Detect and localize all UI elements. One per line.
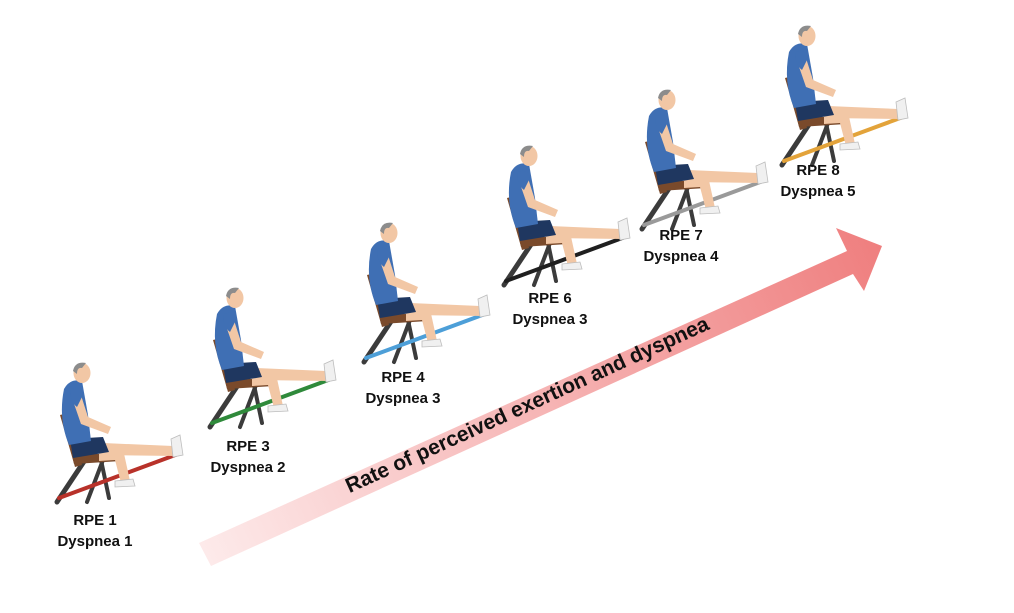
chair-leg [670,185,690,231]
hair [798,25,811,37]
shoe [323,359,337,383]
progression-arrow-shape [199,228,882,566]
arm [656,116,696,161]
rpe-label: RPE 3 [226,438,270,455]
arm [71,389,111,434]
dyspnea-label: Dyspnea 4 [643,248,719,265]
extended-leg [103,443,176,456]
dyspnea-label: Dyspnea 3 [365,390,441,407]
shirt [786,43,816,108]
resistance-band [364,312,487,360]
extended-leg [410,303,483,316]
extended-leg [828,106,901,119]
resistance-band [782,115,905,163]
shoe [617,217,631,241]
shoe [170,434,184,458]
extended-leg [688,170,761,183]
figure-label: RPE 1 Dyspnea 1 [15,510,175,552]
arm [796,52,836,97]
sleeve [70,387,83,407]
shoe [755,161,769,185]
bent-leg [99,449,130,483]
seated-figure [361,222,491,365]
dyspnea-label: Dyspnea 3 [512,311,588,328]
chair-leg [532,241,552,287]
figure-label: RPE 6 Dyspnea 3 [470,288,630,330]
figures-layer [54,25,909,505]
progression-arrow: Rate of perceived exertion and dyspnea [199,228,882,566]
rpe-label: RPE 7 [659,227,703,244]
bent-leg [684,176,715,210]
sleeve [377,247,390,267]
arm [378,249,418,294]
dyspnea-label: Dyspnea 5 [780,183,856,200]
dyspnea-label: Dyspnea 1 [57,533,133,550]
extended-leg [256,368,329,381]
shoe [839,141,861,151]
arm [518,172,558,217]
shoe [895,97,909,121]
chair-leg [85,458,105,504]
hair [658,89,671,101]
seated-figure [779,25,909,168]
arm [224,314,264,359]
shirt [214,305,244,370]
hair [380,222,393,234]
resistance-band [642,179,765,227]
extended-leg [550,226,623,239]
shirt [61,380,91,445]
shoe [699,205,721,215]
figure-label: RPE 4 Dyspnea 3 [323,367,483,409]
sleeve [223,312,236,332]
sleeve [517,170,530,190]
resistance-band [504,235,627,283]
shoe [477,294,491,318]
resistance-band [210,377,333,425]
rpe-label: RPE 8 [796,162,840,179]
hair [226,287,239,299]
seated-figure [639,89,769,232]
figure-label: RPE 3 Dyspnea 2 [168,436,328,478]
hair [73,362,86,374]
chair-leg [392,318,412,364]
figure-label: RPE 7 Dyspnea 4 [601,225,761,267]
bent-leg [546,232,577,266]
shoe [267,403,289,413]
rpe-label: RPE 6 [528,290,572,307]
rpe-label: RPE 1 [73,512,117,529]
figure-label: RPE 8 Dyspnea 5 [738,160,898,202]
shoe [114,478,136,488]
seated-figure [54,362,184,505]
sleeve [655,114,668,134]
shirt [368,240,398,305]
bent-leg [824,112,855,146]
seated-figure [501,145,631,288]
shirt [508,163,538,228]
chair-leg [810,121,830,167]
bent-leg [406,309,437,343]
rpe-label: RPE 4 [381,369,425,386]
hair [520,145,533,157]
shoe [561,261,583,271]
dyspnea-label: Dyspnea 2 [210,459,286,476]
shirt [646,107,676,172]
resistance-band [57,452,180,500]
bent-leg [252,374,283,408]
sleeve [795,50,808,70]
seated-figure [207,287,337,430]
shoe [421,338,443,348]
chair-leg [238,383,258,429]
